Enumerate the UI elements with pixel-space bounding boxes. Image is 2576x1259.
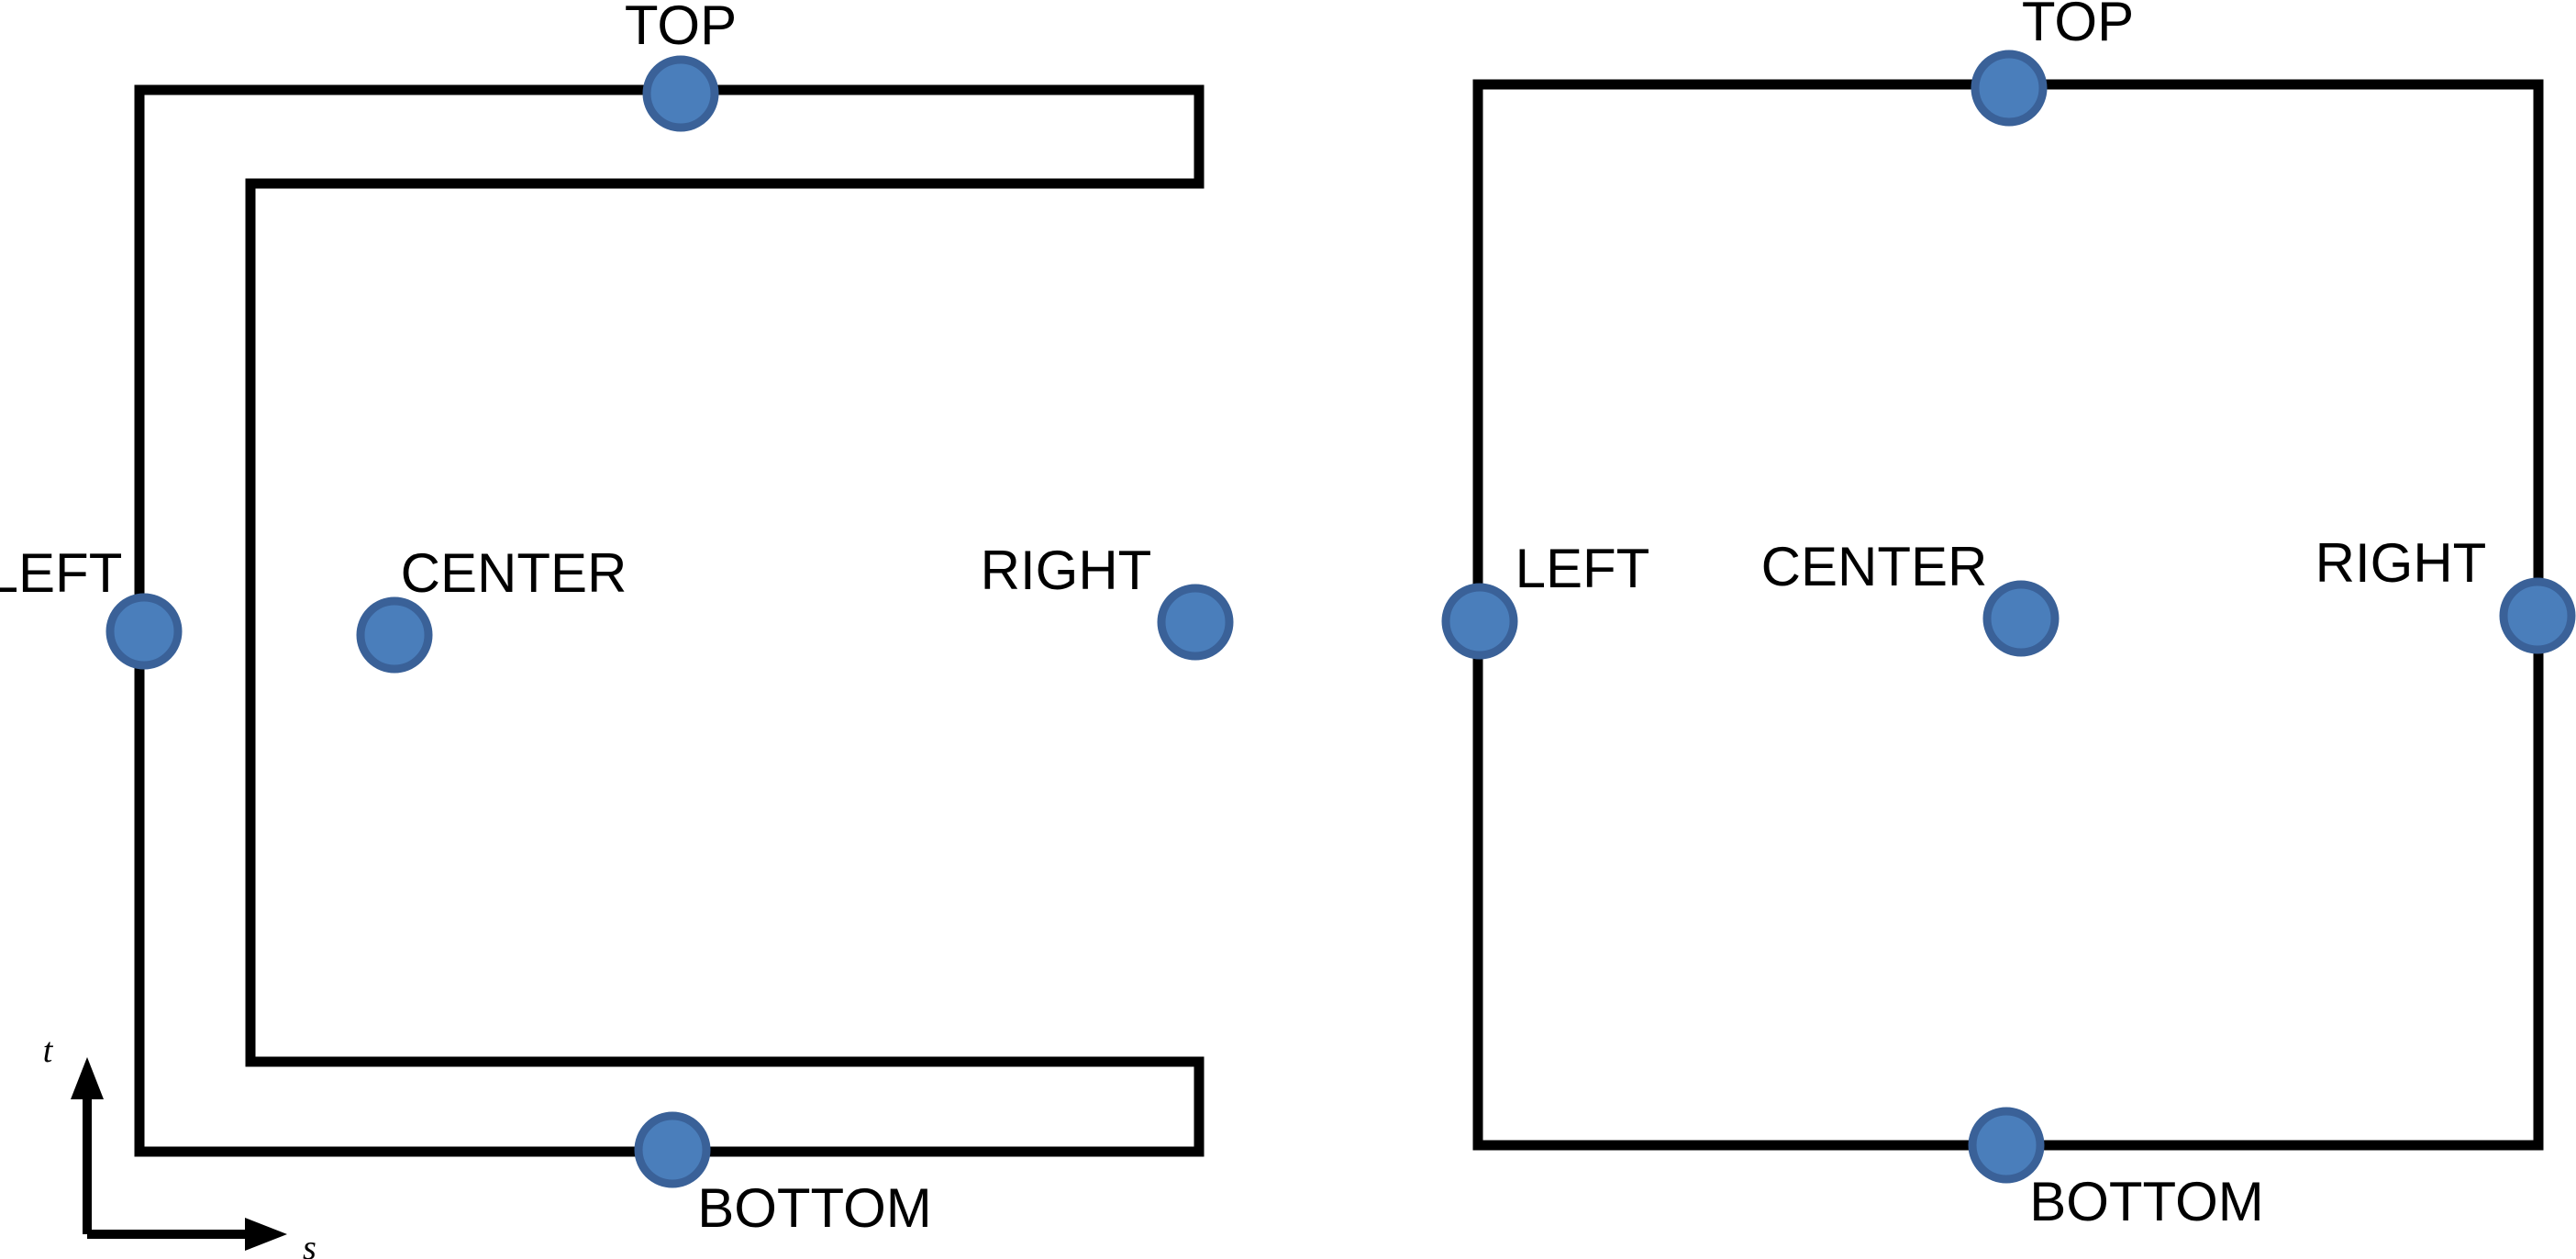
marker-right[interactable]: [1157, 584, 1234, 661]
marker-left[interactable]: [1441, 583, 1518, 660]
label-center: CENTER: [1761, 536, 1988, 597]
marker-right[interactable]: [2499, 577, 2576, 654]
right-panel-outline: [1472, 79, 2544, 1151]
marker-top[interactable]: [642, 55, 719, 132]
left-panel-labels: TOP LEFT CENTER RIGHT BOTTOM: [0, 0, 1151, 1239]
right-panel-markers: [1441, 50, 2576, 1184]
left-panel-outline: [134, 84, 1205, 1157]
label-bottom: BOTTOM: [2029, 1171, 2264, 1232]
right-panel-labels: TOP LEFT CENTER RIGHT BOTTOM: [1516, 0, 2487, 1232]
s-axis-label: s: [303, 1229, 316, 1259]
left-panel: TOP LEFT CENTER RIGHT BOTTOM: [0, 0, 1234, 1239]
marker-bottom[interactable]: [1968, 1107, 2045, 1184]
label-center: CENTER: [401, 542, 627, 604]
right-panel: TOP LEFT CENTER RIGHT BOTTOM: [1441, 0, 2576, 1232]
label-right: RIGHT: [2315, 532, 2487, 594]
label-top: TOP: [625, 0, 737, 56]
marker-bottom[interactable]: [634, 1111, 711, 1188]
label-right: RIGHT: [981, 540, 1152, 601]
axis-indicator: t s: [43, 1031, 316, 1259]
s-axis-arrowhead: [245, 1218, 287, 1251]
label-bottom: BOTTOM: [697, 1177, 932, 1239]
t-axis-arrowhead: [71, 1057, 104, 1099]
label-top: TOP: [2022, 0, 2134, 52]
marker-center[interactable]: [356, 596, 433, 674]
marker-top[interactable]: [1971, 50, 2048, 127]
marker-left[interactable]: [105, 593, 183, 670]
t-axis-label: t: [43, 1031, 54, 1070]
label-left: LEFT: [0, 542, 122, 604]
marker-center[interactable]: [1982, 580, 2060, 657]
label-left: LEFT: [1516, 538, 1650, 599]
left-panel-markers: [105, 55, 1234, 1188]
